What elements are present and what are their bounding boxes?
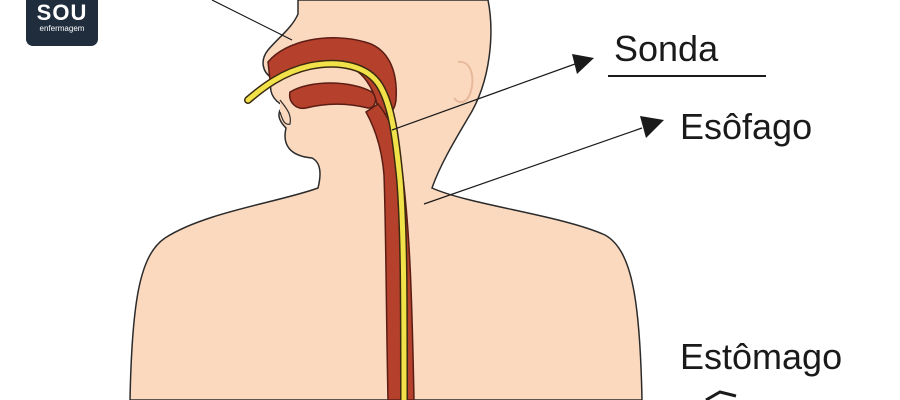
mouth-cavity (288, 82, 377, 110)
arrowhead-esofago (640, 116, 664, 138)
lips (279, 99, 291, 125)
arrowhead-sonda (572, 54, 594, 74)
arrow-estomago (705, 390, 737, 400)
feeding-tube-fill (245, 61, 407, 400)
logo-subtext: enfermagem (39, 24, 85, 33)
ear (453, 60, 474, 104)
brand-logo: SOU enfermagem (26, 0, 98, 46)
pointer-line-esofago (423, 127, 643, 205)
logo-text: SOU (36, 0, 88, 25)
pointer-line-top (211, 0, 293, 41)
label-esofago: Esôfago (680, 106, 813, 147)
pointer-line-sonda (391, 63, 576, 131)
label-estomago: Estômago (680, 336, 843, 377)
label-sonda: Sonda (614, 28, 719, 69)
